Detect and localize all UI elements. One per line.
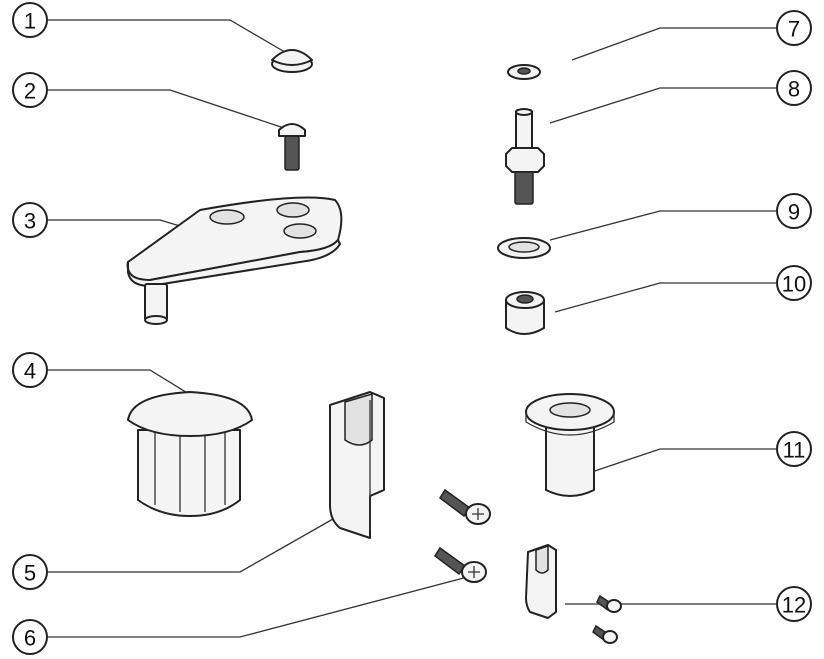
part-large-plug bbox=[127, 391, 253, 517]
svg-text:7: 7 bbox=[788, 17, 800, 42]
leader-10 bbox=[554, 282, 776, 313]
part-bolt bbox=[278, 123, 306, 171]
part-hinge-plate bbox=[126, 196, 343, 325]
svg-text:9: 9 bbox=[788, 200, 800, 225]
svg-text:3: 3 bbox=[24, 209, 36, 234]
callout-11: 11 bbox=[776, 431, 812, 467]
callout-12: 12 bbox=[776, 586, 812, 622]
part-screws-large bbox=[433, 488, 491, 583]
svg-text:5: 5 bbox=[24, 561, 36, 586]
callout-7: 7 bbox=[776, 10, 812, 46]
leader-2 bbox=[48, 89, 291, 131]
callout-5: 5 bbox=[12, 554, 48, 590]
part-ring-washer bbox=[497, 237, 551, 259]
callout-9: 9 bbox=[776, 193, 812, 229]
callout-1: 1 bbox=[12, 2, 48, 38]
part-pin bbox=[505, 108, 545, 205]
leader-5 bbox=[48, 514, 341, 573]
svg-text:2: 2 bbox=[24, 79, 36, 104]
leader-lines bbox=[48, 19, 776, 638]
part-clip-large bbox=[329, 391, 385, 539]
svg-text:10: 10 bbox=[782, 272, 806, 297]
leader-9 bbox=[549, 210, 776, 241]
part-bushing bbox=[505, 291, 545, 335]
leader-1 bbox=[48, 19, 291, 56]
callout-4: 4 bbox=[12, 352, 48, 388]
leader-6 bbox=[48, 574, 476, 638]
svg-text:4: 4 bbox=[24, 359, 36, 384]
callout-6: 6 bbox=[12, 619, 48, 655]
callout-8: 8 bbox=[776, 70, 812, 106]
callout-3: 3 bbox=[12, 202, 48, 238]
leader-8 bbox=[549, 87, 776, 124]
svg-text:6: 6 bbox=[24, 626, 36, 651]
svg-text:1: 1 bbox=[24, 9, 36, 34]
svg-text:8: 8 bbox=[788, 77, 800, 102]
callout-10: 10 bbox=[776, 265, 812, 301]
part-small-clip-set bbox=[525, 544, 622, 644]
leader-11 bbox=[567, 448, 776, 481]
part-small-washer bbox=[507, 64, 541, 80]
leader-7 bbox=[571, 27, 776, 61]
part-sleeve bbox=[525, 393, 615, 497]
part-cap bbox=[271, 49, 313, 73]
svg-text:11: 11 bbox=[783, 438, 806, 463]
callout-2: 2 bbox=[12, 72, 48, 108]
svg-text:12: 12 bbox=[782, 593, 806, 618]
